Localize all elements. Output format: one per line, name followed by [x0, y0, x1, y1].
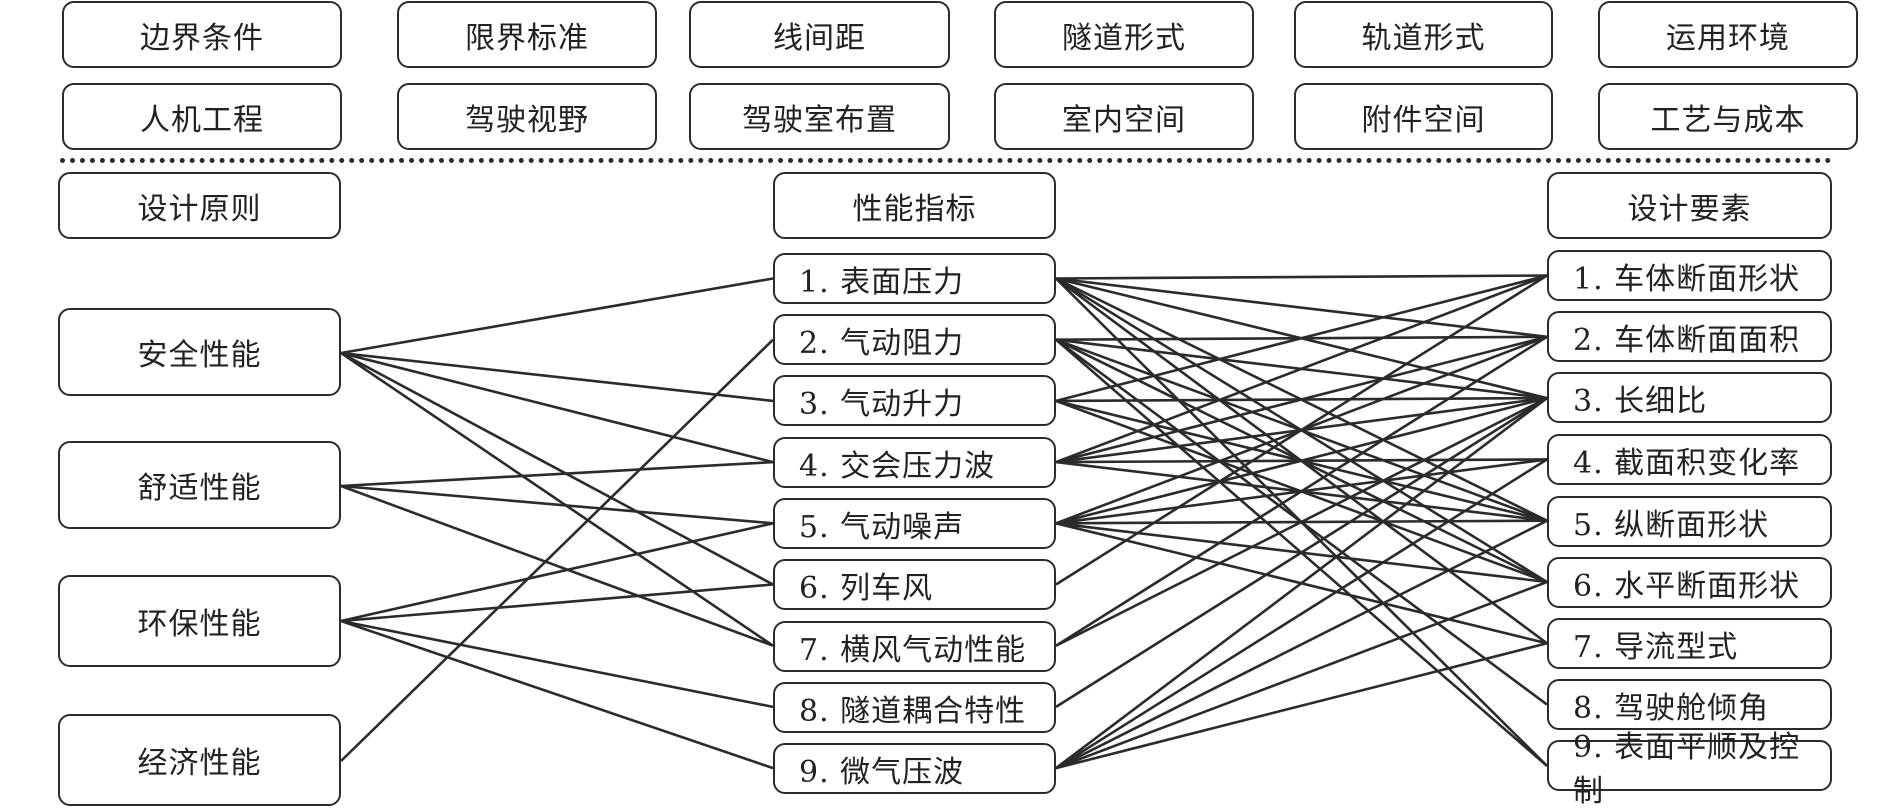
indicator-item: 3. 气动升力	[773, 375, 1056, 426]
element-item: 7. 导流型式	[1547, 618, 1832, 669]
factor-box-process-and-cost: 工艺与成本	[1598, 83, 1858, 150]
element-item: 6. 水平断面形状	[1547, 557, 1832, 608]
factor-box-clearance-standard: 限界标准	[397, 1, 657, 68]
link-indicator-9-element-3	[1055, 397, 1548, 770]
principle-comfort: 舒适性能	[58, 441, 341, 529]
factor-box-tunnel-type: 隧道形式	[994, 1, 1254, 68]
element-item: 8. 驾驶舱倾角	[1547, 679, 1832, 730]
link-indicator-4-element-1	[1055, 274, 1548, 464]
element-item: 2. 车体断面面积	[1547, 311, 1832, 362]
principles-header: 设计原则	[58, 172, 341, 239]
indicator-item: 5. 气动噪声	[773, 498, 1056, 549]
element-item: 5. 纵断面形状	[1547, 496, 1832, 547]
element-item: 1. 车体断面形状	[1547, 250, 1832, 301]
element-item: 3. 长细比	[1547, 372, 1832, 423]
link-indicator-1-element-1	[1055, 274, 1548, 280]
link-principle-1-indicator-3	[340, 351, 774, 403]
factor-box-operating-environment: 运用环境	[1598, 1, 1858, 68]
link-indicator-7-element-2	[1055, 335, 1548, 647]
link-principle-1-indicator-6	[340, 351, 774, 586]
link-indicator-7-element-3	[1055, 396, 1548, 647]
link-principle-4-indicator-2	[340, 338, 774, 762]
link-indicator-8-element-3	[1055, 396, 1548, 709]
indicator-item: 8. 隧道耦合特性	[773, 682, 1056, 733]
link-principle-3-indicator-6	[340, 583, 774, 623]
link-principle-1-indicator-7	[340, 351, 774, 647]
link-principle-2-indicator-4	[340, 460, 774, 488]
link-indicator-6-element-1	[1055, 274, 1548, 586]
principle-safety: 安全性能	[58, 308, 341, 396]
link-indicator-4-element-2	[1055, 335, 1548, 464]
link-principle-2-indicator-7	[340, 484, 774, 647]
link-indicator-9-element-4	[1055, 458, 1548, 770]
factor-box-accessory-space: 附件空间	[1294, 83, 1553, 150]
indicator-item: 6. 列车风	[773, 559, 1056, 610]
link-principle-2-indicator-5	[340, 484, 774, 525]
factor-box-interior-space: 室内空间	[994, 83, 1254, 150]
indicator-item: 7. 横风气动性能	[773, 621, 1056, 672]
indicator-item: 4. 交会压力波	[773, 437, 1056, 488]
factor-box-ergonomics: 人机工程	[62, 83, 342, 150]
link-indicator-3-element-1	[1055, 274, 1548, 403]
link-principle-1-indicator-1	[340, 277, 774, 355]
factor-box-track-type: 轨道形式	[1294, 1, 1553, 68]
element-item: 9. 表面平顺及控制	[1547, 730, 1832, 809]
indicator-item: 1. 表面压力	[773, 253, 1056, 304]
principle-economy: 经济性能	[58, 714, 341, 806]
indicator-item: 2. 气动阻力	[773, 314, 1056, 365]
factor-box-boundary-conditions: 边界条件	[62, 1, 342, 68]
link-indicator-9-element-6	[1055, 580, 1548, 770]
link-principle-1-indicator-4	[340, 351, 774, 464]
factor-box-track-spacing: 线间距	[689, 1, 950, 68]
principle-environmental: 环保性能	[58, 575, 341, 667]
link-indicator-9-element-5	[1055, 519, 1548, 770]
link-indicator-1-element-2	[1055, 277, 1548, 339]
link-principle-3-indicator-9	[340, 619, 774, 770]
indicators-header: 性能指标	[773, 172, 1056, 239]
link-indicator-5-element-3	[1055, 396, 1548, 525]
link-principle-3-indicator-8	[340, 619, 774, 709]
element-item: 4. 截面积变化率	[1547, 434, 1832, 485]
factor-box-cab-layout: 驾驶室布置	[689, 83, 950, 150]
link-principle-3-indicator-5	[340, 522, 774, 623]
indicator-item: 9. 微气压波	[773, 743, 1056, 794]
elements-header: 设计要素	[1547, 172, 1832, 239]
link-indicator-9-element-7	[1055, 642, 1548, 770]
factor-box-driver-view: 驾驶视野	[397, 83, 657, 150]
dashed-separator	[60, 158, 1832, 163]
